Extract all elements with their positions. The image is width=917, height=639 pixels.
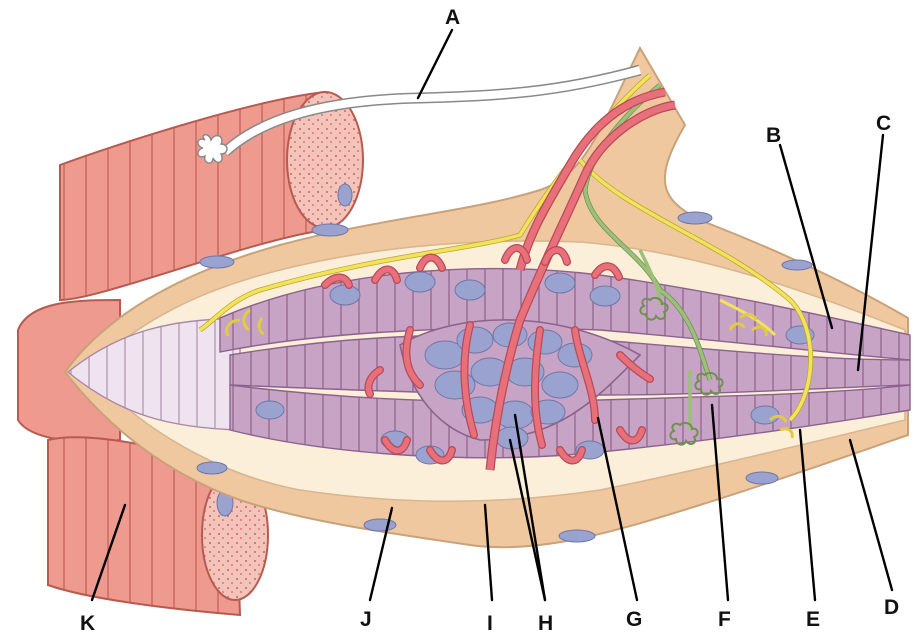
label-j: J [360,608,372,631]
label-f: F [718,608,731,631]
label-h: H [538,612,553,635]
label-c: C [876,112,891,135]
leader-a [418,30,452,98]
label-g: G [626,608,642,631]
label-b: B [766,124,781,147]
label-e: E [806,608,820,631]
label-k: K [80,612,95,635]
leader-d [850,440,892,590]
label-d: D [884,596,899,619]
label-a: A [445,6,460,29]
label-i: I [487,612,493,635]
